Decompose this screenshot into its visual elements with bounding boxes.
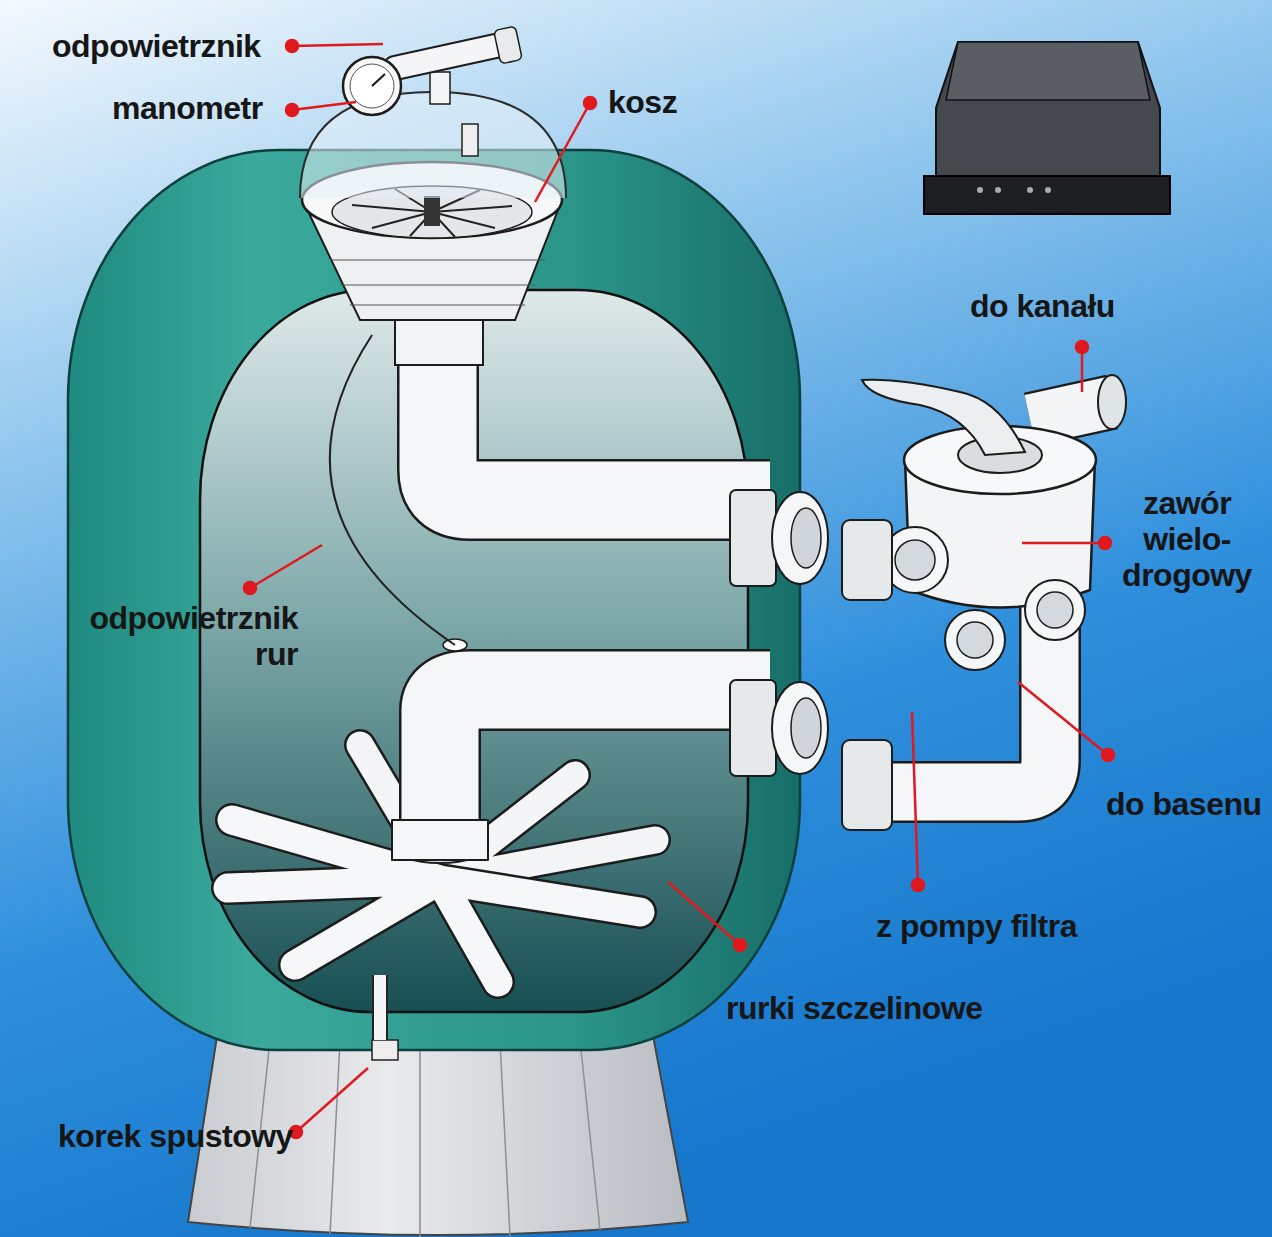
lateral-fill [228, 820, 640, 982]
part-label: do basenu [1106, 786, 1262, 822]
union-bore [791, 698, 821, 758]
leader-line [1022, 542, 1105, 545]
vent-body [395, 45, 500, 68]
part-label: odpowietrznik rur [70, 600, 298, 672]
valve-port-bore [1037, 592, 1073, 628]
drain-plug [372, 975, 398, 1060]
hub [392, 820, 488, 860]
leader-line [292, 102, 356, 110]
part-label: kosz [608, 84, 677, 120]
union [730, 490, 776, 586]
lateral-outline [228, 820, 640, 982]
valve-port [945, 610, 1005, 670]
box-socket [977, 187, 983, 193]
pipe-outline [438, 350, 770, 500]
vent-body [395, 45, 500, 68]
part-label: z pompy filtra [876, 908, 1077, 944]
pipe-fill [440, 690, 770, 860]
box-socket [1027, 187, 1033, 193]
part-label: korek spustowy [58, 1118, 293, 1154]
box-body [936, 42, 1160, 178]
gauge-dial [350, 64, 394, 108]
union-nut [772, 682, 828, 774]
plug-tube [374, 975, 386, 1040]
drain-port-end [1098, 375, 1126, 429]
control-box [924, 42, 1170, 214]
gauge-stem [430, 72, 450, 104]
box-top [946, 42, 1150, 100]
leader-line [912, 712, 918, 885]
box-plate [924, 176, 1170, 214]
plug-body [372, 1040, 398, 1060]
valve-union [842, 520, 892, 600]
leader-dot [912, 879, 924, 891]
basket-assembly [300, 92, 566, 365]
gauge-face [343, 57, 401, 115]
valve-port-bore [895, 540, 935, 580]
box-socket [995, 187, 1001, 193]
leader-dot [244, 582, 256, 594]
pipe-fill [438, 350, 770, 500]
valve-port-bore [957, 622, 993, 658]
valve-handle [862, 380, 1025, 455]
tank-shell [68, 150, 800, 1050]
basket-neck [395, 320, 483, 365]
basket-hub [424, 196, 440, 226]
leader-line [296, 1068, 368, 1132]
gauge-assembly [343, 26, 522, 115]
base-ribs [250, 1040, 600, 1237]
leader-dot [286, 104, 298, 116]
box-socket [1045, 187, 1051, 193]
basket-mesh [330, 260, 545, 305]
leader-line [292, 44, 383, 46]
clear-dome [300, 92, 566, 198]
leader-line [535, 103, 590, 202]
part-label: rurki szczelinowe [726, 990, 982, 1026]
vent-knob [494, 26, 523, 64]
union [730, 680, 776, 776]
upper-pipe [438, 350, 828, 586]
part-label: do kanału [970, 288, 1115, 324]
leader-line [668, 882, 740, 945]
plug-tube [372, 975, 388, 1040]
leader-line [1018, 682, 1108, 755]
leader-dot [1076, 341, 1088, 353]
union-bore [791, 508, 821, 568]
dome-screw [462, 124, 478, 156]
leader-lines [244, 40, 1114, 1138]
leader-dot [1102, 749, 1114, 761]
multiport-valve [842, 375, 1126, 830]
leader-dot [584, 97, 596, 109]
leader-dot [286, 40, 298, 52]
leader-dot [1099, 537, 1111, 549]
part-label: zawór wielo- drogowy [1112, 485, 1262, 593]
lower-pipe [392, 639, 828, 863]
valve-port [1025, 580, 1085, 640]
part-label: manometr [112, 90, 263, 126]
pump-union [842, 740, 892, 830]
pipe-outline [440, 690, 770, 860]
part-label: odpowietrznik [52, 28, 261, 64]
gauge-needle [372, 74, 385, 86]
leader-dot [734, 939, 746, 951]
vent-tube [330, 335, 455, 645]
leader-line [250, 545, 322, 588]
union-nut [772, 492, 828, 584]
